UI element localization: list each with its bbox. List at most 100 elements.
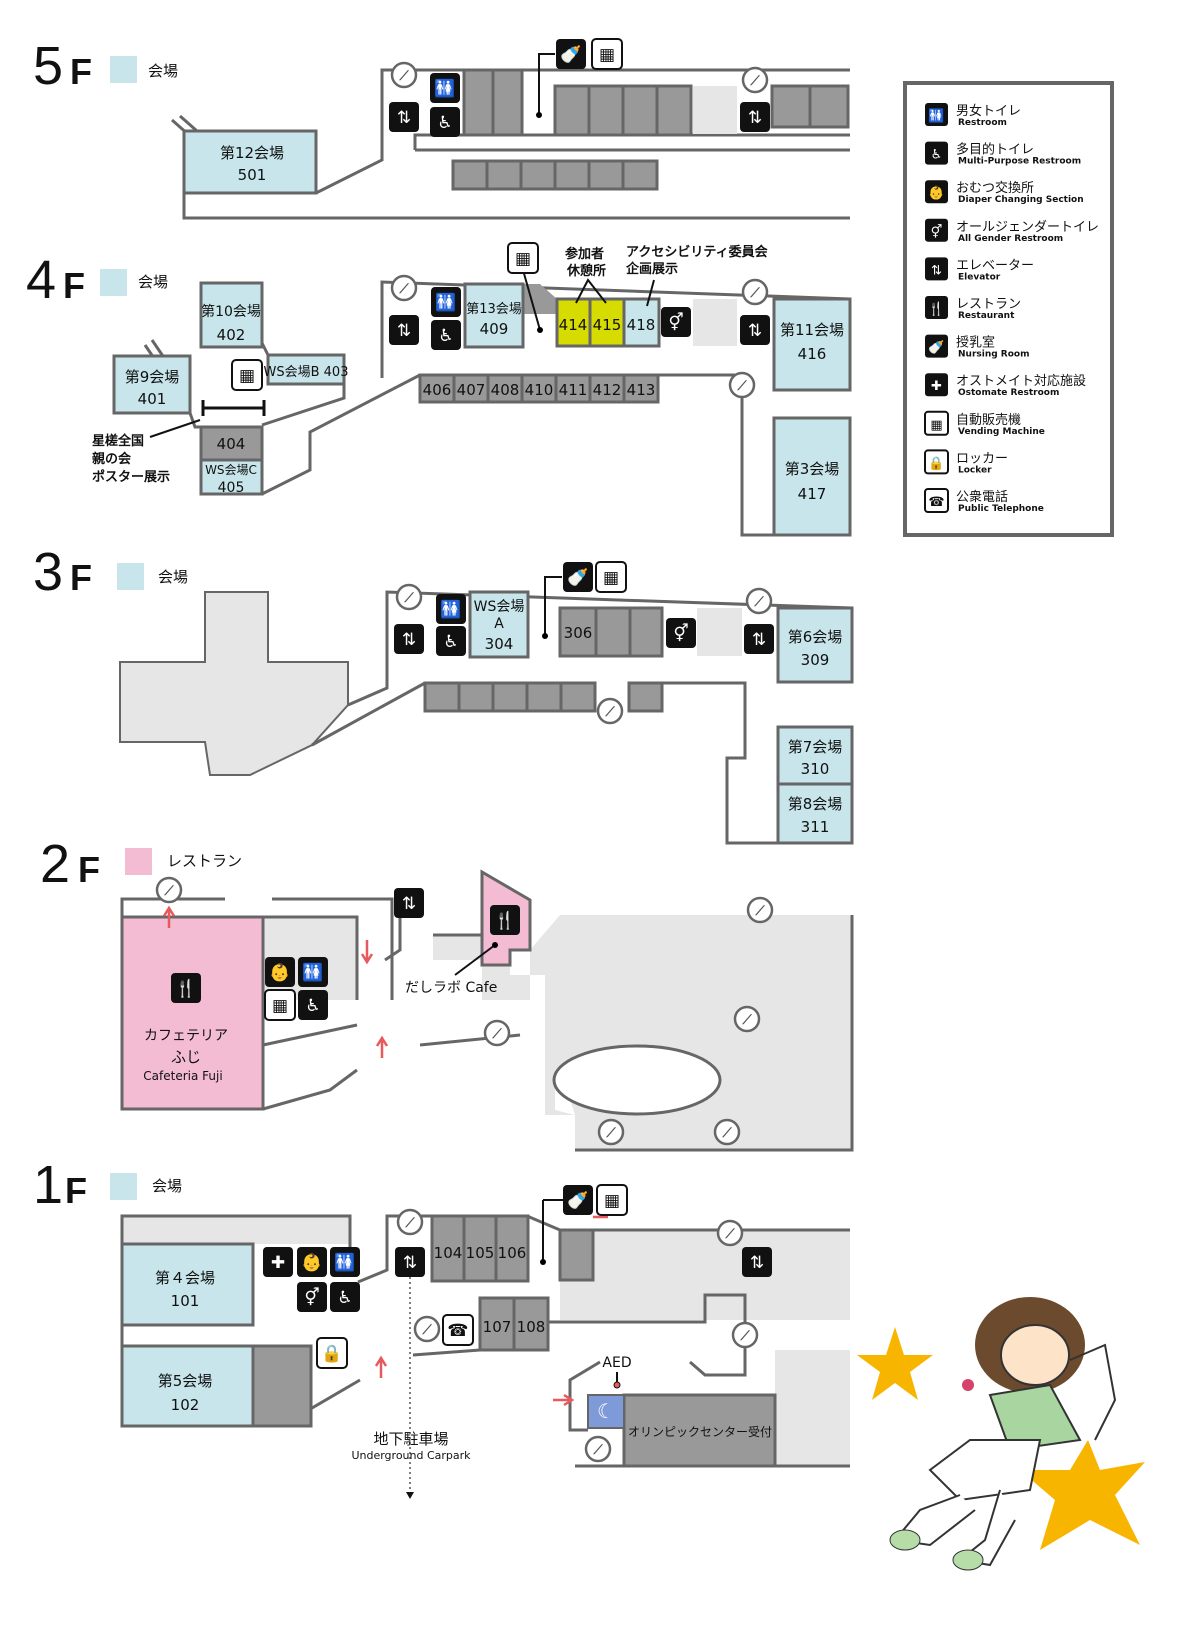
elevator-icon: ⇅ xyxy=(742,1247,772,1277)
svg-text:🍴: 🍴 xyxy=(175,978,196,999)
restroom-icon: 🚻 xyxy=(436,594,466,624)
legend-label-en: Locker xyxy=(958,465,992,475)
room-411[interactable]: 411 xyxy=(554,373,592,404)
svg-text:▦: ▦ xyxy=(272,996,288,1016)
svg-text:WS会場B 403: WS会場B 403 xyxy=(264,365,349,380)
legend-swatch-restaurant xyxy=(125,848,152,875)
svg-text:⟋: ⟋ xyxy=(754,904,765,919)
room-408[interactable]: 408 xyxy=(486,373,524,404)
legend-label: 自動販売機 xyxy=(956,412,1021,428)
room-418[interactable]: 418 xyxy=(622,297,661,348)
svg-text:👶: 👶 xyxy=(928,185,944,201)
stairs-icon: ⟋ xyxy=(584,1435,612,1463)
svg-text:Underground Carpark: Underground Carpark xyxy=(351,1449,471,1462)
svg-text:405: 405 xyxy=(218,480,245,496)
room-106[interactable]: 106 xyxy=(494,1214,530,1283)
svg-text:🍴: 🍴 xyxy=(494,910,515,931)
restroom-icon: 🚻 xyxy=(925,103,948,126)
room-104[interactable]: 104 xyxy=(430,1214,466,1283)
stairs-icon: ⟋ xyxy=(155,876,183,904)
room-414[interactable]: 414 xyxy=(555,297,592,348)
room-105[interactable]: 105 xyxy=(462,1214,498,1283)
room-412[interactable]: 412 xyxy=(588,373,626,404)
svg-text:418: 418 xyxy=(627,316,656,334)
svg-text:A: A xyxy=(494,616,504,632)
legend-label-en: Public Telephone xyxy=(958,504,1044,514)
room-407[interactable]: 407 xyxy=(452,373,490,404)
room-107[interactable]: 107 xyxy=(478,1296,516,1352)
room-415[interactable]: 415 xyxy=(588,297,626,348)
swatch-label: 会場 xyxy=(148,62,178,80)
reception[interactable]: オリンピックセンター受付 xyxy=(622,1393,777,1468)
legend-swatch-venue xyxy=(117,563,144,590)
accessible-icon: ♿ xyxy=(430,107,460,137)
corridor-walls xyxy=(311,590,853,845)
restroom-icon: 🚻 xyxy=(298,957,328,987)
room-number: 412 xyxy=(593,381,622,399)
svg-text:第8会場: 第8会場 xyxy=(788,795,843,813)
room-404[interactable]: 404 xyxy=(199,425,264,462)
svg-text:309: 309 xyxy=(801,651,830,669)
gray-rooms xyxy=(423,681,664,713)
room-number: 106 xyxy=(498,1244,527,1262)
nursing-icon: 🍼 xyxy=(563,562,593,592)
svg-text:⇅: ⇅ xyxy=(748,321,762,341)
room-413[interactable]: 413 xyxy=(622,373,660,404)
vending-icon: ▦ xyxy=(264,989,296,1021)
svg-text:企画展示: 企画展示 xyxy=(625,261,678,277)
mascot-illustration xyxy=(857,1297,1145,1571)
accessible-icon: ♿ xyxy=(925,141,948,165)
svg-text:⟋: ⟋ xyxy=(604,705,615,720)
svg-text:⇅: ⇅ xyxy=(402,630,416,650)
room-406[interactable]: 406 xyxy=(418,373,456,404)
room-410[interactable]: 410 xyxy=(520,373,558,404)
vending-icon: ▦ xyxy=(507,242,539,274)
svg-text:⚥: ⚥ xyxy=(673,623,688,644)
svg-text:▦: ▦ xyxy=(599,45,615,65)
svg-text:401: 401 xyxy=(138,390,167,408)
svg-text:⇅: ⇅ xyxy=(931,263,942,278)
room-number: 406 xyxy=(423,381,452,399)
room-306[interactable]: 306 xyxy=(558,606,598,658)
svg-text:⟋: ⟋ xyxy=(491,1027,502,1042)
room-501[interactable]: 第12会場 501 xyxy=(182,129,318,195)
svg-text:会場: 会場 xyxy=(158,568,188,586)
restaurant-icon: 🍴 xyxy=(171,973,201,1003)
svg-text:⇅: ⇅ xyxy=(402,894,416,914)
svg-text:3: 3 xyxy=(33,542,63,602)
room-403[interactable]: WS会場B 403 xyxy=(264,353,349,386)
svg-text:第10会場: 第10会場 xyxy=(201,303,261,320)
gray-rooms xyxy=(451,68,850,191)
accessible-icon: ♿ xyxy=(330,1282,360,1312)
svg-text:第４会場: 第４会場 xyxy=(155,1269,215,1287)
svg-text:414: 414 xyxy=(559,316,588,334)
legend-swatch-venue xyxy=(100,269,127,296)
parking-label: 地下駐車場 xyxy=(373,1430,448,1448)
svg-text:⟋: ⟋ xyxy=(605,1126,616,1141)
legend-label-en: Nursing Room xyxy=(958,350,1029,360)
room-108[interactable]: 108 xyxy=(512,1296,550,1352)
svg-text:🚻: 🚻 xyxy=(928,108,944,124)
room-number: 501 xyxy=(238,166,267,184)
note-poster: 星槎全国 xyxy=(92,433,144,449)
corridor-walls xyxy=(120,897,854,1152)
